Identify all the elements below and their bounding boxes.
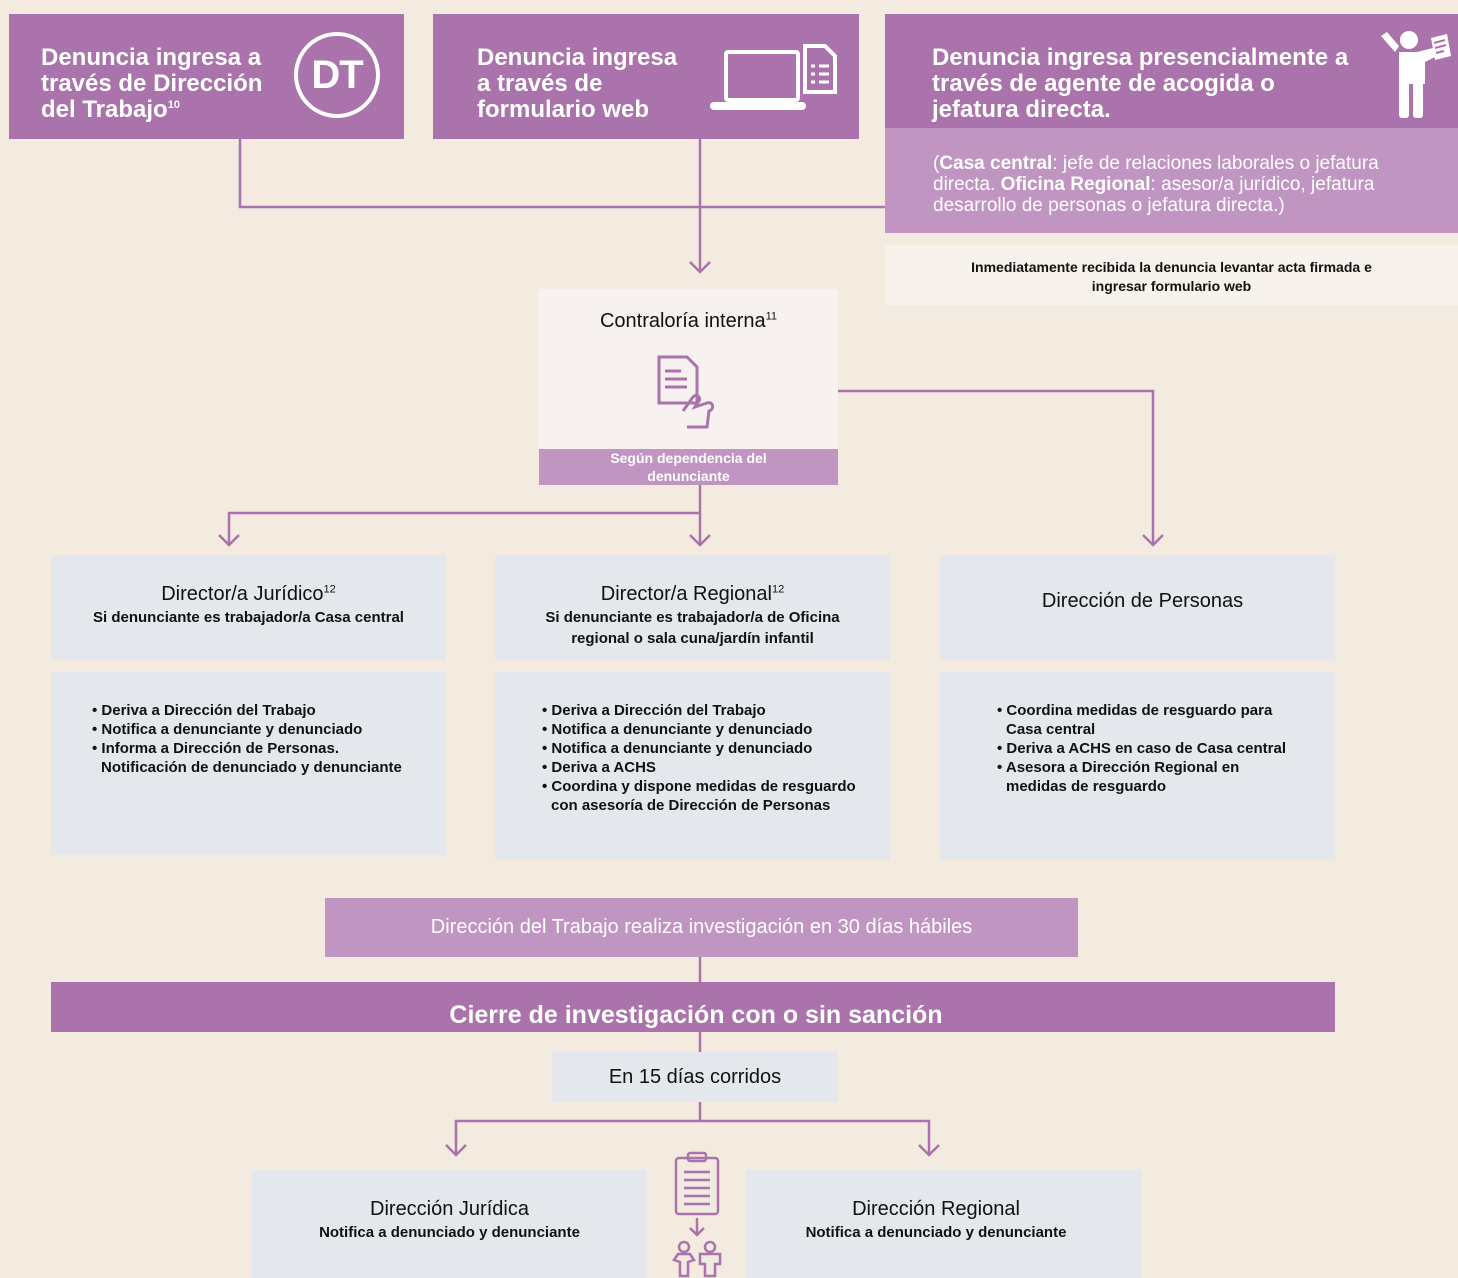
person-document-icon bbox=[1381, 31, 1451, 118]
plazo-box: En 15 días corridos bbox=[552, 1052, 838, 1102]
list-item: Notifica a denunciante y denunciado bbox=[542, 739, 870, 758]
list-item: Deriva a Dirección del Trabajo bbox=[542, 701, 870, 720]
list-item: Deriva a ACHS en caso de Casa central bbox=[997, 739, 1295, 758]
director-juridico-tasks: Deriva a Dirección del Trabajo Notifica … bbox=[51, 672, 446, 855]
final-juridica-subtitle: Notifica a denunciado y denunciante bbox=[319, 1224, 580, 1241]
clipboard-people-icon bbox=[672, 1151, 722, 1278]
list-item: Deriva a ACHS bbox=[542, 758, 870, 777]
entry-title-dt: Denuncia ingresa a través de Dirección d… bbox=[41, 44, 263, 123]
contraloria-title: Contraloría interna11 bbox=[599, 310, 778, 332]
list-item: Coordina y dispone medidas de resguardo … bbox=[542, 777, 870, 815]
list-item: Asesora a Dirección Regional en medidas … bbox=[997, 758, 1295, 796]
direccion-personas-title: Dirección de Personas bbox=[1041, 590, 1244, 612]
presencial-note: (Casa central: jefe de relaciones labora… bbox=[885, 128, 1458, 233]
task-list: Coordina medidas de resguardo para Casa … bbox=[997, 701, 1295, 796]
task-list: Deriva a Dirección del Trabajo Notifica … bbox=[542, 701, 870, 815]
list-item: Deriva a Dirección del Trabajo bbox=[92, 701, 426, 720]
dt-badge-icon: DT bbox=[294, 32, 380, 118]
director-regional-title: Director/a Regional12 bbox=[600, 583, 785, 605]
contraloria-footer: Según dependencia del denunciante bbox=[539, 449, 838, 485]
list-item: Notifica a denunciante y denunciado bbox=[92, 720, 426, 739]
final-regional-title: Dirección Regional bbox=[852, 1198, 1020, 1220]
list-item: Informa a Dirección de Personas. Notific… bbox=[92, 739, 426, 777]
investigacion-bar: Dirección del Trabajo realiza investigac… bbox=[325, 898, 1078, 957]
entry-title-web: Denuncia ingresa a través de formulario … bbox=[477, 44, 678, 123]
director-juridico-header: Director/a Jurídico12 Si denunciante es … bbox=[51, 555, 446, 660]
director-juridico-title: Director/a Jurídico12 bbox=[161, 583, 336, 605]
task-list: Deriva a Dirección del Trabajo Notifica … bbox=[92, 701, 426, 777]
direccion-personas-header: Dirección de Personas bbox=[940, 555, 1335, 660]
list-item: Coordina medidas de resguardo para Casa … bbox=[997, 701, 1295, 739]
final-regional-box: Dirección Regional Notifica a denunciado… bbox=[746, 1170, 1141, 1278]
final-juridica-title: Dirección Jurídica bbox=[370, 1198, 529, 1220]
document-hand-icon bbox=[657, 355, 715, 429]
director-regional-tasks: Deriva a Dirección del Trabajo Notifica … bbox=[495, 672, 890, 860]
director-regional-header: Director/a Regional12 Si denunciante es … bbox=[495, 555, 890, 660]
cierre-bar: Cierre de investigación con o sin sanció… bbox=[51, 982, 1335, 1032]
entry-box-web: Denuncia ingresa a través de formulario … bbox=[433, 14, 859, 139]
direccion-personas-tasks: Coordina medidas de resguardo para Casa … bbox=[940, 672, 1335, 860]
final-regional-subtitle: Notifica a denunciado y denunciante bbox=[805, 1224, 1067, 1241]
director-regional-subtitle: Si denunciante es trabajador/a de Oficin… bbox=[545, 609, 840, 647]
entry-title-presencial: Denuncia ingresa presencialmente a travé… bbox=[932, 44, 1349, 123]
director-juridico-subtitle: Si denunciante es trabajador/a Casa cent… bbox=[93, 609, 404, 626]
list-item: Notifica a denunciante y denunciado bbox=[542, 720, 870, 739]
acta-note: Inmediatamente recibida la denuncia leva… bbox=[885, 245, 1458, 305]
final-juridica-box: Dirección Jurídica Notifica a denunciado… bbox=[252, 1170, 647, 1278]
entry-box-dt: Denuncia ingresa a través de Dirección d… bbox=[9, 14, 404, 139]
cierre-label: Cierre de investigación con o sin sanció… bbox=[449, 1001, 943, 1029]
contraloria-box: Contraloría interna11 Según dependencia … bbox=[539, 289, 838, 485]
entry-box-presencial: Denuncia ingresa presencialmente a travé… bbox=[885, 14, 1458, 128]
laptop-form-icon bbox=[710, 44, 837, 110]
